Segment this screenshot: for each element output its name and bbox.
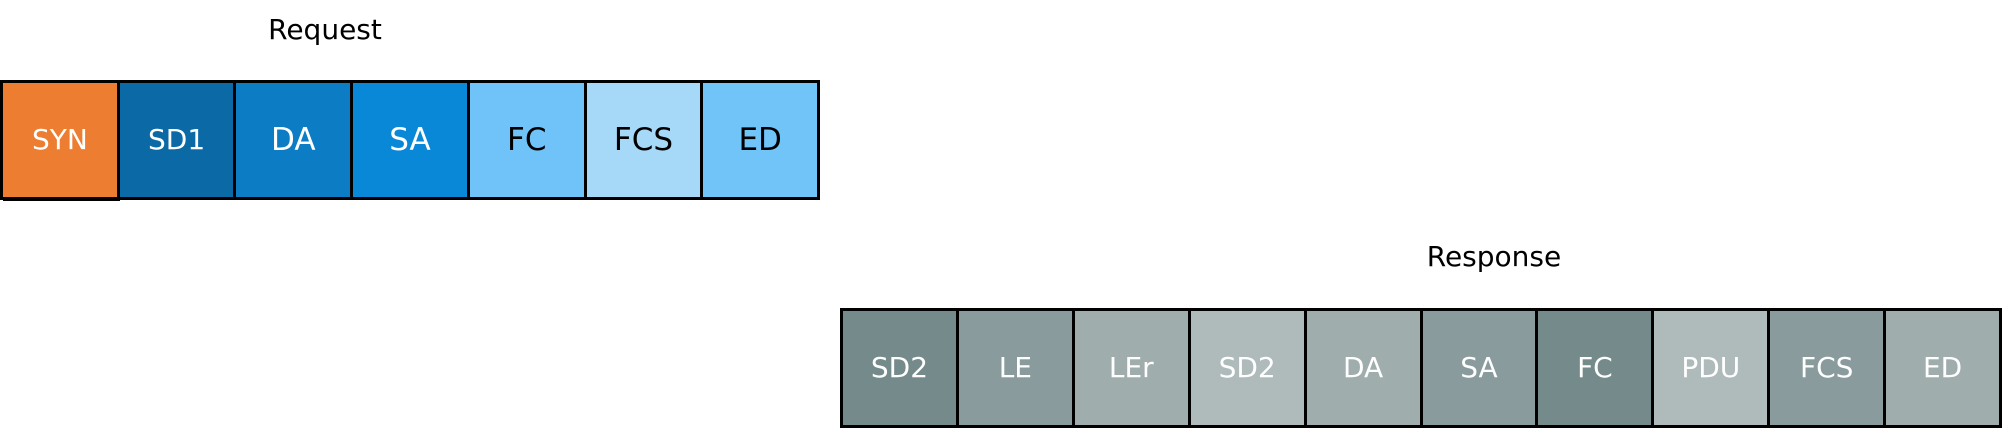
response-field-da: DA xyxy=(1306,311,1423,425)
response-field-ler: LEr xyxy=(1074,311,1191,425)
response-field-sd2-repeat: SD2 xyxy=(1190,311,1307,425)
request-field-fc: FC xyxy=(469,83,587,197)
request-frame: SYN SD1 DA SA FC FCS ED xyxy=(0,80,821,201)
request-field-sa: SA xyxy=(353,83,470,197)
response-field-fc: FC xyxy=(1538,311,1655,425)
request-title: Request xyxy=(268,13,382,46)
response-field-le: LE xyxy=(958,311,1075,425)
response-field-fcs: FCS xyxy=(1770,311,1887,425)
response-field-sa: SA xyxy=(1422,311,1539,425)
response-title: Response xyxy=(1426,240,1562,273)
request-field-fcs: FCS xyxy=(586,83,704,197)
request-field-syn: SYN xyxy=(3,83,120,201)
request-field-ed: ED xyxy=(703,83,821,197)
request-field-sd1: SD1 xyxy=(119,83,237,197)
response-frame: SD2 LE LEr SD2 DA SA FC PDU FCS ED xyxy=(840,308,2002,428)
response-field-sd2-start: SD2 xyxy=(843,311,959,425)
response-field-pdu: PDU xyxy=(1654,311,1771,425)
request-field-da: DA xyxy=(236,83,354,197)
response-field-ed: ED xyxy=(1886,311,2002,425)
